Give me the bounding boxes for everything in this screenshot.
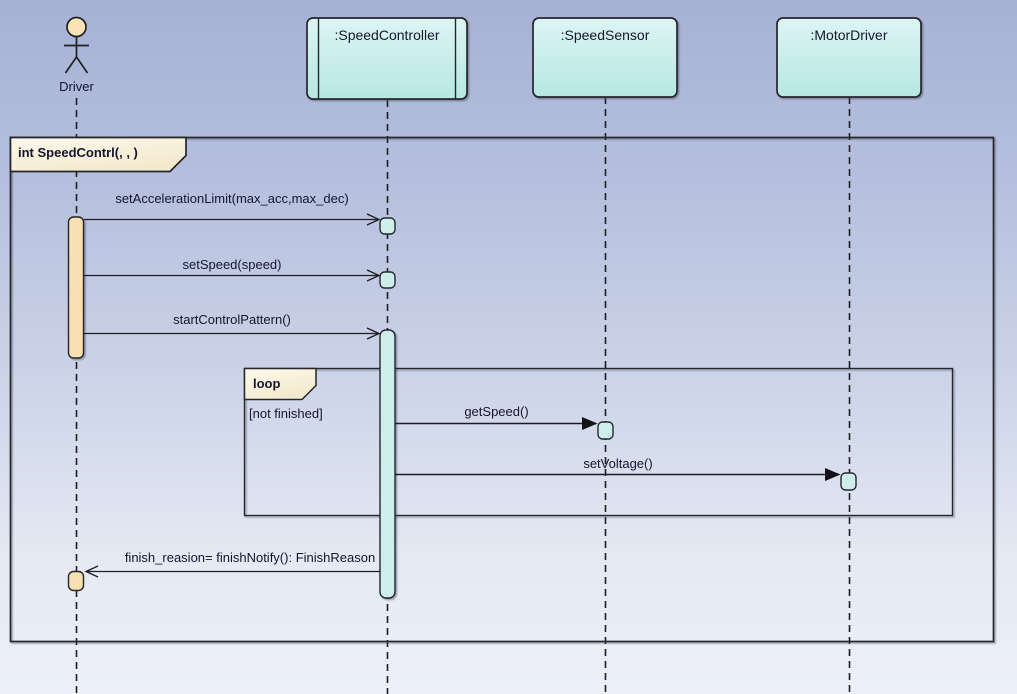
actor-head-icon	[66, 16, 87, 38]
message-start-control-pattern[interactable]	[84, 327, 381, 340]
activation-sensor[interactable]	[597, 421, 614, 440]
message-label-start-control-pattern: startControlPattern()	[173, 312, 291, 327]
activation-controller-1[interactable]	[379, 217, 396, 235]
activation-controller-main[interactable]	[379, 329, 396, 599]
lifeline-label-motordriver: :MotorDriver	[810, 27, 888, 43]
message-finish-notify-return[interactable]	[84, 565, 380, 578]
actor-leg-left-icon	[64, 56, 78, 74]
message-set-voltage[interactable]	[395, 468, 841, 481]
activation-controller-2[interactable]	[379, 271, 396, 289]
actor-driver[interactable]	[64, 16, 89, 74]
frame-label-pentagon[interactable]	[9, 136, 187, 173]
message-label-set-speed: setSpeed(speed)	[182, 257, 282, 272]
message-set-acceleration-limit[interactable]	[84, 213, 381, 226]
activation-driver-main[interactable]	[67, 216, 85, 359]
activation-motordriver[interactable]	[840, 472, 857, 491]
loop-operator-label: loop	[253, 376, 281, 391]
object-box-speedsensor[interactable]	[532, 17, 678, 98]
loop-label-pentagon[interactable]	[243, 367, 317, 401]
object-box-speedcontroller[interactable]	[306, 17, 468, 100]
lifeline-label-speedsensor: :SpeedSensor	[560, 27, 650, 43]
loop-fragment[interactable]	[243, 367, 954, 517]
message-label-finish-notify: finish_reasion= finishNotify(): FinishRe…	[124, 550, 376, 565]
actor-leg-right-icon	[75, 56, 89, 74]
object-box-motordriver[interactable]	[776, 17, 922, 98]
filled-arrowhead-icon	[582, 417, 598, 430]
message-set-speed[interactable]	[84, 269, 381, 282]
message-label-set-acceleration-limit: setAccelerationLimit(max_acc,max_dec)	[115, 191, 349, 206]
actor-label: Driver	[59, 79, 94, 94]
object-box-rect	[306, 17, 468, 100]
interaction-frame[interactable]	[9, 136, 995, 643]
frame-operation-label: int SpeedContrl(, , )	[18, 145, 138, 160]
message-get-speed[interactable]	[395, 417, 598, 430]
lifeline-label-speedcontroller: :SpeedController	[334, 27, 440, 43]
open-arrowhead-icon	[366, 327, 381, 340]
loop-guard-label: [not finished]	[249, 406, 323, 421]
open-arrowhead-icon	[84, 565, 99, 578]
filled-arrowhead-icon	[825, 468, 841, 481]
activation-driver-return[interactable]	[67, 570, 85, 592]
open-arrowhead-icon	[366, 269, 381, 282]
message-label-get-speed: getSpeed()	[464, 404, 529, 419]
open-arrowhead-icon	[366, 213, 381, 226]
message-label-set-voltage: setVoltage()	[583, 456, 653, 471]
